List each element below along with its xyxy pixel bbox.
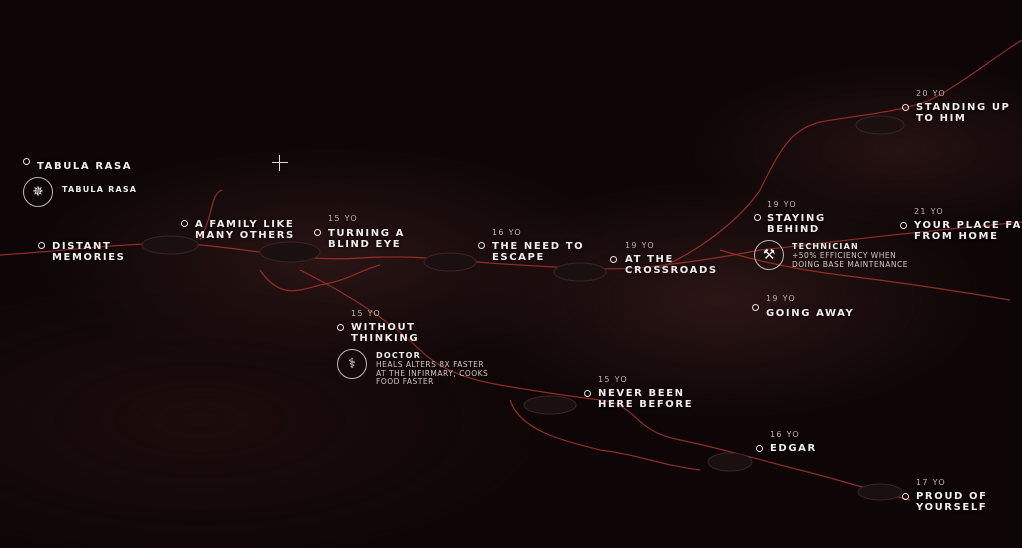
node-dot[interactable] xyxy=(181,220,188,227)
node-dot[interactable] xyxy=(610,256,617,263)
perk-description: +50% EFFICIENCY WHEN DOING BASE MAINTENA… xyxy=(792,251,908,269)
node-title: STANDING UP TO HIM xyxy=(916,102,1011,124)
node-title: GOING AWAY xyxy=(766,308,855,319)
node-age: 15 YO xyxy=(351,309,381,318)
node-title: TABULA RASA xyxy=(37,161,133,172)
node-title: NEVER BEEN HERE BEFORE xyxy=(598,388,694,410)
node-title: YOUR PLACE FAR FROM HOME xyxy=(914,220,1022,242)
node-age: 17 YO xyxy=(916,478,946,487)
node-title: THE NEED TO ESCAPE xyxy=(492,241,585,263)
wrench-icon: ⚒ xyxy=(754,240,784,270)
node-dot[interactable] xyxy=(23,158,30,165)
perk-name: TABULA RASA xyxy=(62,185,138,194)
node-dot[interactable] xyxy=(38,242,45,249)
node-age: 16 YO xyxy=(492,228,522,237)
crosshair-cursor xyxy=(272,155,288,171)
node-title: WITHOUT THINKING xyxy=(351,322,420,344)
perk-name: TECHNICIAN xyxy=(792,242,859,251)
node-age: 19 YO xyxy=(766,294,796,303)
node-title: EDGAR xyxy=(770,443,817,454)
node-age: 15 YO xyxy=(328,214,358,223)
node-title: PROUD OF YOURSELF xyxy=(916,491,988,513)
node-age: 15 YO xyxy=(598,375,628,384)
node-title: STAYING BEHIND xyxy=(767,213,826,235)
node-title: A FAMILY LIKE MANY OTHERS xyxy=(195,219,295,241)
node-dot[interactable] xyxy=(754,214,761,221)
node-dot[interactable] xyxy=(756,445,763,452)
node-age: 19 YO xyxy=(625,241,655,250)
node-age: 16 YO xyxy=(770,430,800,439)
perk-description: HEALS ALTERS 8X FASTER AT THE INFIRMARY,… xyxy=(376,360,489,386)
node-title: AT THE CROSSROADS xyxy=(625,254,718,276)
node-dot[interactable] xyxy=(902,493,909,500)
node-dot[interactable] xyxy=(902,104,909,111)
node-title: TURNING A BLIND EYE xyxy=(328,228,405,250)
node-dot[interactable] xyxy=(900,222,907,229)
node-age: 20 YO xyxy=(916,89,946,98)
node-dot[interactable] xyxy=(337,324,344,331)
node-dot[interactable] xyxy=(752,304,759,311)
node-title: DISTANT MEMORIES xyxy=(52,241,126,263)
perk-name: DOCTOR xyxy=(376,351,421,360)
node-dot[interactable] xyxy=(478,242,485,249)
node-age: 19 YO xyxy=(767,200,797,209)
node-dot[interactable] xyxy=(584,390,591,397)
node-age: 21 YO xyxy=(914,207,944,216)
syringe-icon: ⚕ xyxy=(337,349,367,379)
star-compass-icon: ✵ xyxy=(23,177,53,207)
node-dot[interactable] xyxy=(314,229,321,236)
